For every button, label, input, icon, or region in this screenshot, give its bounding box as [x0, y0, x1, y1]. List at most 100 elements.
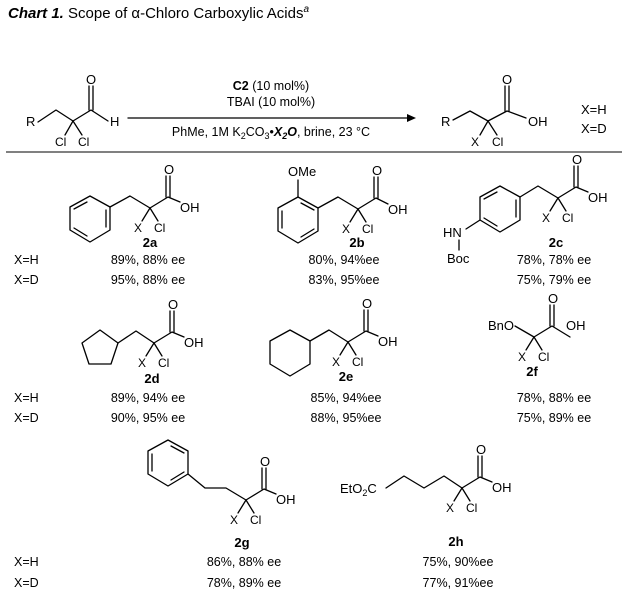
atom-oh: OH — [388, 202, 408, 217]
bond-chain — [109, 195, 181, 209]
conditions-part: , brine, 23 °C — [297, 125, 370, 139]
yield-x-d: 77%, 91%ee — [423, 576, 494, 590]
bond-c-x — [237, 499, 247, 514]
atom-cl: Cl — [562, 211, 573, 225]
bond-c-x — [479, 120, 489, 136]
conditions-part: PhMe, 1M K — [172, 125, 241, 139]
compound-label: 2c — [549, 235, 563, 250]
benzene-ring — [69, 195, 111, 243]
bond-c-cl-2 — [72, 120, 83, 136]
yield-x-d: 75%, 89% ee — [517, 411, 591, 425]
atom-x: X — [518, 350, 526, 364]
compound-2c: O OH X Cl HN Boc 2c 78%, 78% ee 75%, 79%… — [443, 152, 608, 287]
atom-cl: Cl — [492, 135, 503, 149]
conditions-sub: 2 — [281, 131, 287, 141]
yield-x-d: 90%, 95% ee — [111, 411, 185, 425]
yield-x-h: 86%, 88% ee — [207, 555, 281, 569]
atom-cl: Cl — [250, 513, 261, 527]
compound-2g: O OH X Cl 2g 86%, 88% ee 78%, 89% ee — [147, 439, 296, 590]
atom-o: O — [362, 296, 372, 311]
atom-oh: OH — [492, 480, 512, 495]
bond-c-cl — [149, 207, 159, 222]
row-label-x-h: X=H — [14, 391, 39, 405]
aromatic-bond — [73, 201, 88, 210]
bond-chain — [37, 109, 109, 123]
cyclopentane-ring — [81, 329, 119, 365]
atom-oh: OH — [276, 492, 296, 507]
atom-boc: Boc — [447, 251, 470, 266]
caption-title: Scope of α-Chloro Carboxylic Acids — [68, 5, 304, 22]
row-label-x-d: X=D — [14, 273, 39, 287]
atom-bno: BnO — [488, 318, 514, 333]
atom-x: X — [342, 222, 350, 236]
caption-footnote-mark: a — [303, 4, 310, 15]
yield-x-d: 83%, 95%ee — [309, 273, 380, 287]
bond-c-cl — [461, 487, 471, 502]
legend-x-d: X=D — [581, 121, 607, 136]
atom-o: O — [164, 162, 174, 177]
compound-2h: EtO2C O OH X Cl 2h 75%, 90%ee 77%, 91%ee — [340, 442, 512, 590]
bond-c-cl — [347, 341, 357, 356]
conditions-x: X — [273, 125, 283, 139]
atom-hn: HN — [443, 225, 462, 240]
reaction-scheme: R O H Cl Cl C2 (10 mol%) TBAI (10 mol%) … — [6, 72, 622, 153]
atom-oh: OH — [378, 334, 398, 349]
row-label-x-h: X=H — [14, 253, 39, 267]
atom-oh: OH — [180, 200, 200, 215]
row-label-x-d: X=D — [14, 576, 39, 590]
conditions-part: • — [269, 125, 273, 139]
atom-o: O — [372, 163, 382, 178]
atom-x: X — [542, 211, 550, 225]
atom-x: X — [134, 221, 142, 235]
bond-c-x — [453, 487, 463, 502]
additive-text: TBAI (10 mol%) — [227, 95, 315, 109]
atom-o: O — [86, 72, 96, 87]
aromatic-bond — [483, 191, 498, 200]
bond-chain — [117, 330, 185, 344]
atom-o: O — [572, 152, 582, 167]
conditions-sub: 2 — [241, 131, 246, 141]
bond-c-x — [549, 197, 559, 212]
compound-label: 2h — [448, 534, 463, 549]
aromatic-bond — [170, 471, 185, 481]
benzene-ring — [147, 439, 189, 487]
row-labels: X=H X=D X=H X=D X=H X=D — [14, 253, 39, 590]
aromatic-bond — [170, 445, 185, 454]
cyclohexane-ring — [269, 329, 311, 377]
bond-chain — [385, 475, 493, 489]
bond-c-x — [145, 342, 155, 357]
starting-aldehyde-structure: R O H Cl Cl — [26, 72, 119, 149]
product-acid-structure: R O OH X Cl — [441, 72, 548, 149]
bond-c-x — [339, 341, 349, 356]
atom-ome: OMe — [288, 164, 316, 179]
atom-x: X — [332, 355, 340, 369]
bond-chain — [452, 110, 527, 122]
atom-o: O — [260, 454, 270, 469]
compound-2e: O OH X Cl 2e 85%, 94%ee 88%, 95%ee — [269, 296, 398, 425]
conditions-sub: 3 — [264, 131, 269, 141]
yield-x-h: 75%, 90%ee — [423, 555, 494, 569]
compound-label: 2d — [144, 371, 159, 386]
bond-c-cl — [64, 120, 74, 136]
atom-oh: OH — [528, 114, 548, 129]
atom-h: H — [110, 114, 119, 129]
bond-c-cl — [357, 208, 367, 223]
row-label-x-h: X=H — [14, 555, 39, 569]
conditions-part: CO — [246, 125, 265, 139]
compound-label: 2a — [143, 235, 158, 250]
catalyst-name: C2 — [233, 79, 249, 93]
atom-o: O — [476, 442, 486, 457]
aromatic-bond — [300, 228, 315, 238]
legend-x-h: X=H — [581, 102, 607, 117]
atom-x: X — [471, 135, 479, 149]
atom-cl-2: Cl — [78, 135, 89, 149]
atom-cl: Cl — [362, 222, 373, 236]
compound-2d: O OH X Cl 2d 89%, 94% ee 90%, 95% ee — [81, 297, 204, 425]
atom-cl: Cl — [466, 501, 477, 515]
bond-chain — [187, 473, 277, 501]
atom-cl: Cl — [538, 350, 549, 364]
aromatic-bond — [483, 217, 498, 227]
yield-x-d: 95%, 88% ee — [111, 273, 185, 287]
caption-label: Chart 1. — [8, 5, 64, 22]
